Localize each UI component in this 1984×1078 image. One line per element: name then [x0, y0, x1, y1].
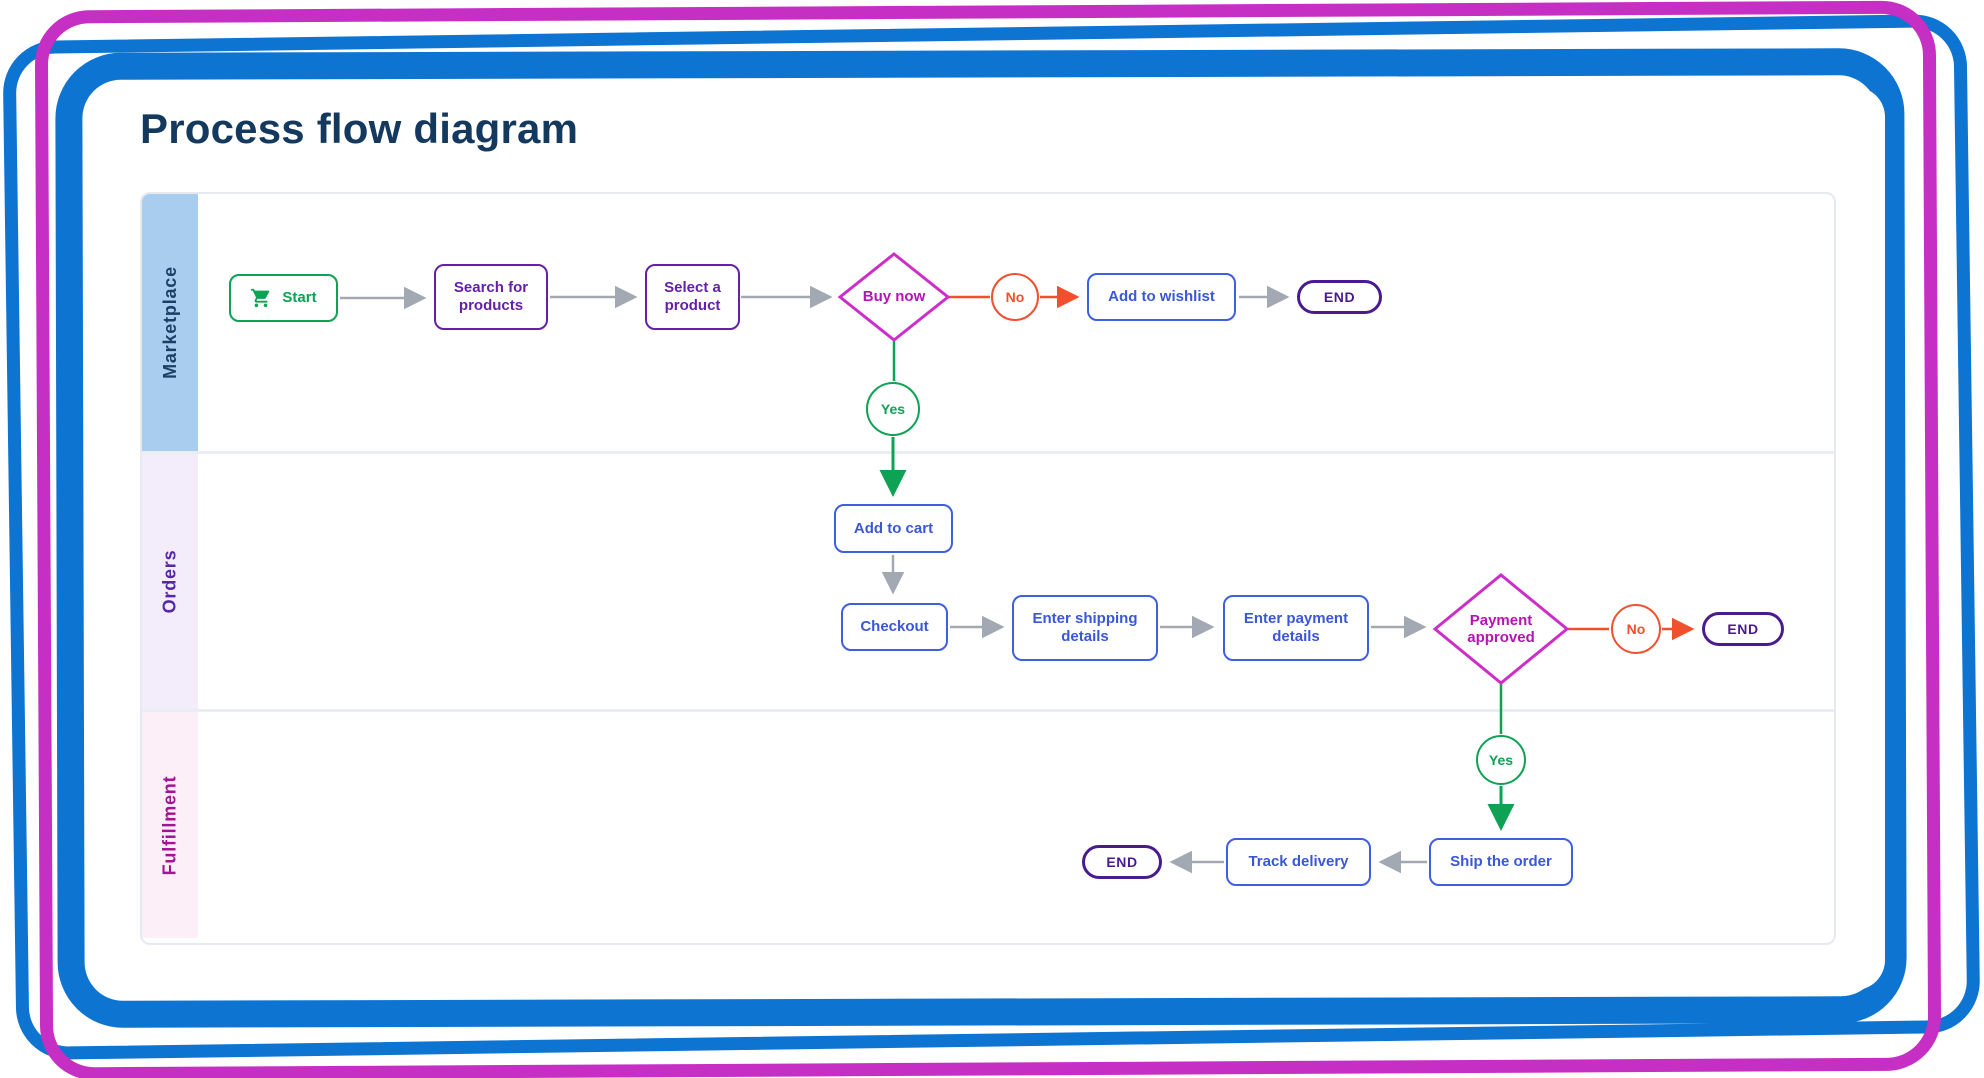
node-yes-branch-1: Yes: [866, 382, 920, 436]
node-add-to-wishlist: Add to wishlist: [1087, 273, 1236, 321]
node-end-1: END: [1297, 280, 1382, 314]
node-start-label: Start: [282, 289, 317, 306]
lane-fulfillment: Fulfillment: [142, 709, 1834, 938]
lane-label-text: Marketplace: [159, 266, 180, 379]
node-enter-shipping: Enter shipping details: [1012, 595, 1158, 661]
lane-label-orders: Orders: [142, 454, 198, 709]
lane-marketplace: Marketplace: [142, 194, 1834, 451]
lane-label-text: Orders: [159, 549, 180, 614]
node-start: Start: [229, 274, 338, 322]
lane-label-text: Fulfillment: [159, 775, 180, 875]
shopping-cart-icon: [251, 288, 270, 308]
lane-label-marketplace: Marketplace: [142, 194, 198, 451]
node-end-3: END: [1082, 845, 1162, 879]
lane-label-fulfillment: Fulfillment: [142, 712, 198, 938]
node-ship-order: Ship the order: [1429, 838, 1573, 886]
swimlane-container: Marketplace Orders Fulfillment: [140, 192, 1836, 945]
node-yes-branch-2: Yes: [1476, 735, 1526, 785]
node-search-products: Search for products: [434, 264, 548, 330]
node-select-product: Select a product: [645, 264, 740, 330]
node-no-branch-2: No: [1611, 604, 1661, 654]
page-title: Process flow diagram: [140, 105, 579, 152]
node-track-delivery: Track delivery: [1226, 838, 1371, 886]
node-no-branch-1: No: [991, 273, 1039, 321]
node-enter-payment: Enter payment details: [1223, 595, 1369, 661]
node-checkout: Checkout: [841, 603, 948, 651]
node-add-to-cart: Add to cart: [834, 504, 953, 553]
node-end-2: END: [1702, 612, 1784, 646]
lane-orders: Orders: [142, 451, 1834, 709]
